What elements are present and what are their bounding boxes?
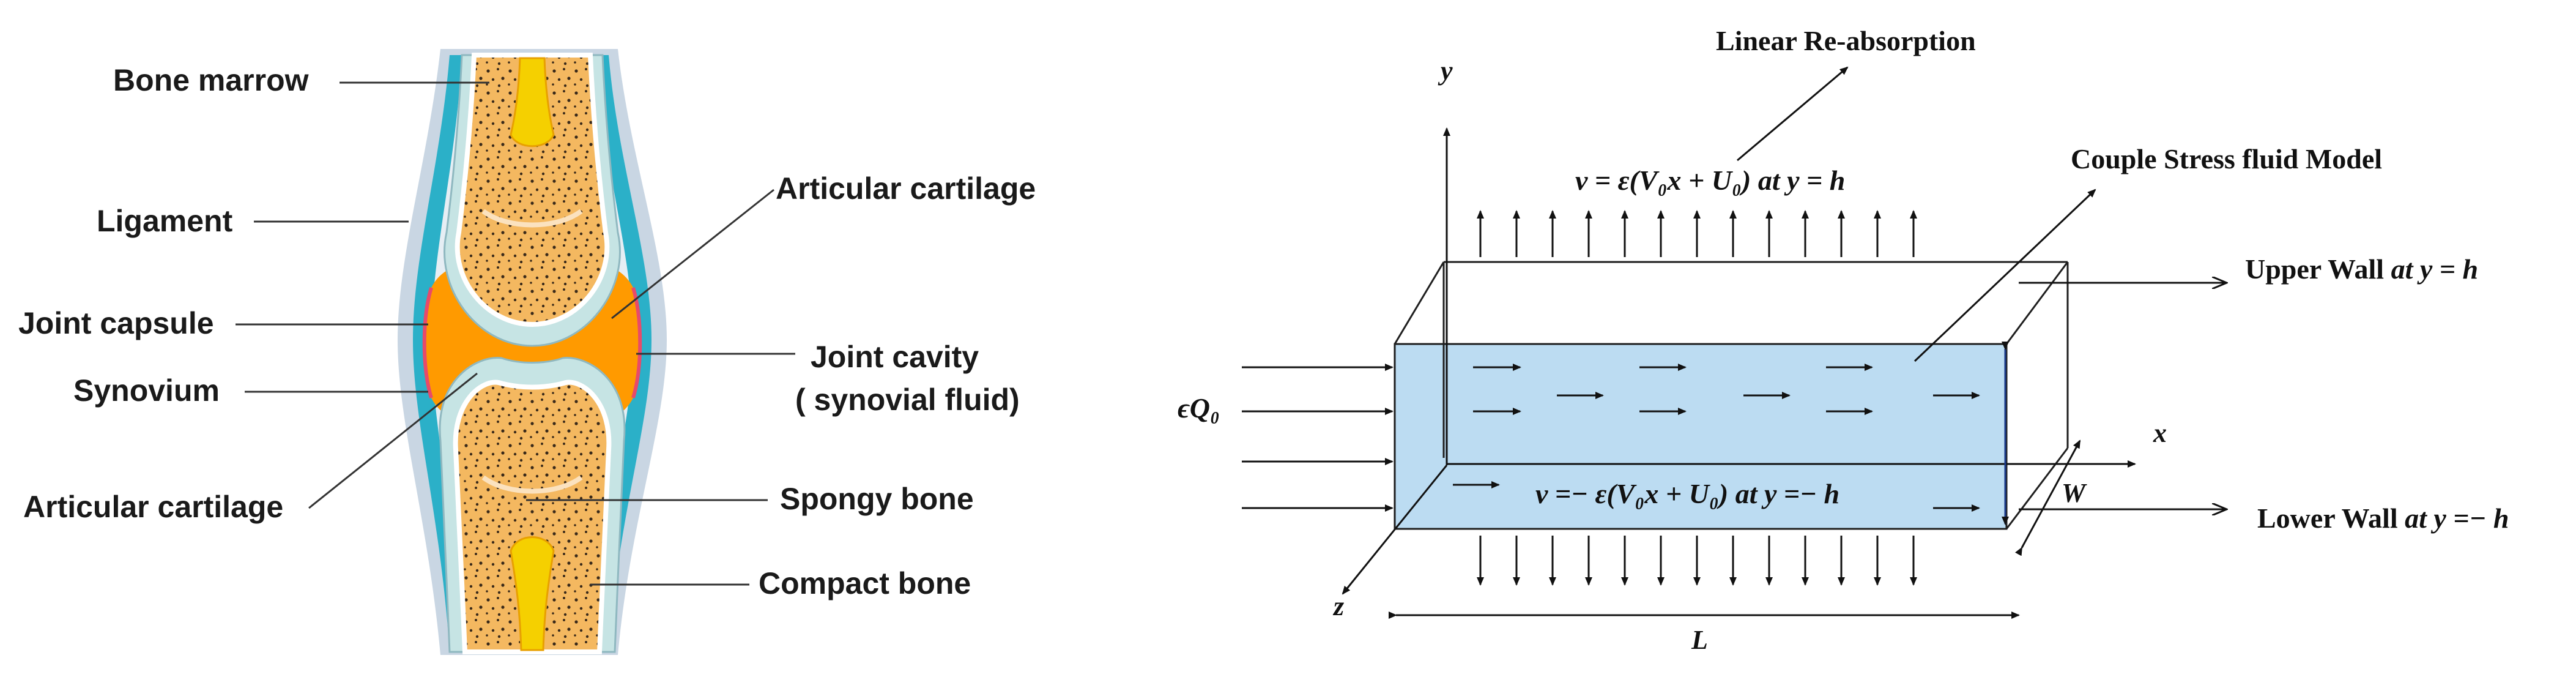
label-compact-bone: Compact bone xyxy=(759,566,971,600)
upper-marrow xyxy=(510,57,555,148)
width-label: W xyxy=(2062,478,2087,508)
lower-boundary-condition: v =− ε(V₀x + U₀) at y =− h xyxy=(1535,478,1839,509)
axis-y-label: y xyxy=(1438,56,1453,86)
upper-reabsorption-arrows xyxy=(1477,210,1917,257)
inflow-arrows xyxy=(1242,364,1394,512)
label-joint-cavity: Joint cavity xyxy=(811,340,979,374)
joint-leader-lines xyxy=(236,81,795,586)
channel-diagram: Linear Re-absorption Couple Stress fluid… xyxy=(1178,25,2509,655)
label-joint-capsule: Joint capsule xyxy=(18,306,214,340)
length-label: L xyxy=(1691,625,1708,655)
upper-wall-label: Upper Wall at y = h xyxy=(2245,253,2478,285)
leader-articular-cartilage-upper xyxy=(611,189,774,320)
synovium-left xyxy=(422,287,433,398)
upper-boundary-condition: v = ε(V₀x + U₀) at y = h xyxy=(1575,165,1845,196)
label-synovium: Synovium xyxy=(73,373,220,408)
pointer-couple-stress xyxy=(1913,189,2096,362)
axis-z-label: z xyxy=(1332,591,1344,621)
label-bone-marrow: Bone marrow xyxy=(113,63,309,97)
upper-spongy-bone xyxy=(455,53,610,327)
internal-flow-arrows xyxy=(1453,364,1980,512)
leader-articular-cartilage-lower xyxy=(308,372,478,509)
lower-reabsorption-arrows xyxy=(1477,536,1917,586)
lower-growth-line xyxy=(481,475,583,494)
lower-marrow xyxy=(510,536,555,651)
pointer-reabsorption xyxy=(1737,66,1849,162)
label-spongy-bone: Spongy bone xyxy=(780,482,974,516)
width-dimension-arrow xyxy=(2015,439,2081,556)
upper-growth-line xyxy=(481,209,583,228)
inflow-label: ϵQ₀ xyxy=(1178,392,1220,424)
title-linear-reabsorption: Linear Re-absorption xyxy=(1716,25,1976,56)
title-couple-stress-model: Couple Stress fluid Model xyxy=(2071,143,2382,174)
axis-x-label: x xyxy=(2153,418,2167,448)
axis-z xyxy=(1342,465,1448,595)
label-ligament: Ligament xyxy=(97,204,233,238)
lower-wall-label: Lower Wall at y =− h xyxy=(2257,503,2509,534)
label-articular-cartilage-upper: Articular cartilage xyxy=(776,171,1036,206)
label-articular-cartilage-lower: Articular cartilage xyxy=(23,490,283,524)
channel-front-face xyxy=(1394,343,2008,530)
label-synovial-fluid: ( synovial fluid) xyxy=(795,383,1020,417)
lower-spongy-bone xyxy=(453,380,612,654)
knee-joint-illustration: Bone marrow Ligament Joint capsule Synov… xyxy=(18,49,1036,655)
